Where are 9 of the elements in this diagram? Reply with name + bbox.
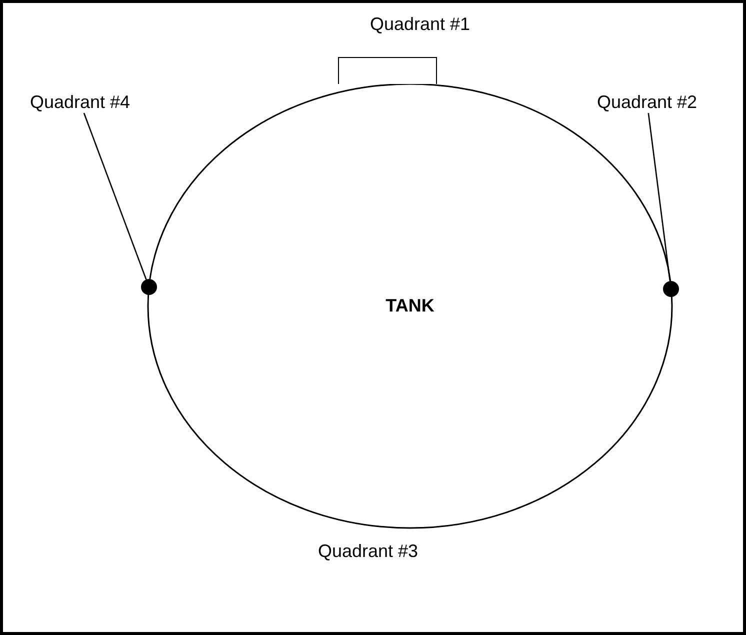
quadrant-label: Quadrant #3 [318,541,418,562]
sensor-box [338,57,437,84]
leader-line [648,112,671,282]
tank-label: TANK [386,296,434,316]
tank-outline [147,83,673,529]
quadrant-label: Quadrant #2 [597,92,698,113]
quadrant-label: Quadrant #4 [30,92,130,113]
quadrant-label: Quadrant #1 [370,14,470,35]
leader-line [83,112,147,280]
